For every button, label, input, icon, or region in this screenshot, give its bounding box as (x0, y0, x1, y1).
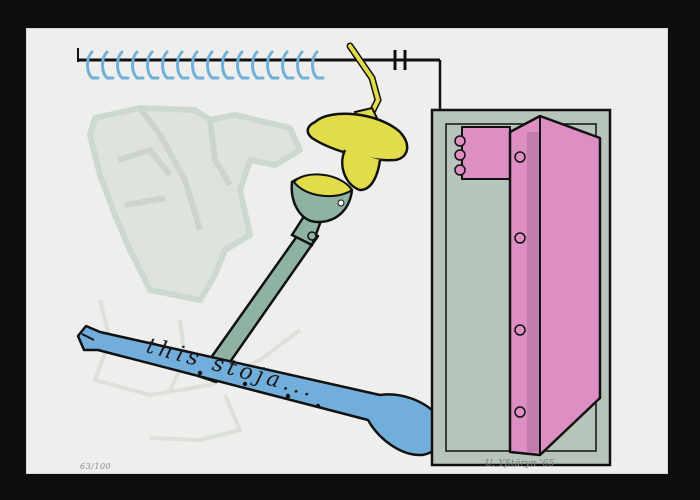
open-safe (430, 108, 612, 467)
spring-coils (86, 50, 325, 80)
edition-number: 63/100 (80, 462, 112, 471)
artist-signature: U. Yßtäryn '65 (485, 459, 555, 469)
hanging-lamp (306, 42, 409, 192)
torch-stick (196, 173, 354, 384)
